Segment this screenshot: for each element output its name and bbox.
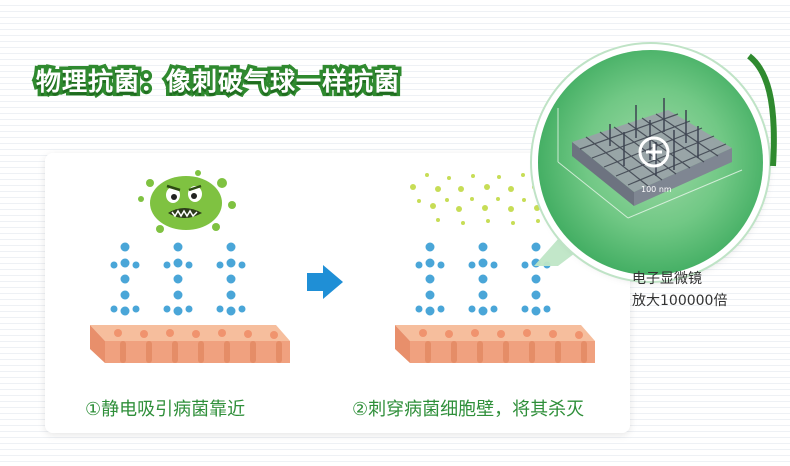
step2-illustration — [375, 165, 605, 375]
zoom-plus-icon — [638, 136, 670, 168]
step1-caption: ①静电吸引病菌靠近 — [85, 399, 246, 420]
page-title: 物理抗菌：像刺破气球一样抗菌 — [32, 64, 402, 100]
arrow-right-icon — [303, 262, 347, 302]
bacteria-icon — [138, 170, 236, 233]
lens-accent-arc — [743, 52, 783, 172]
step2-caption: ②刺穿病菌细胞壁，将其杀灭 — [352, 399, 585, 420]
microscope-lens: 100 nm — [538, 50, 763, 275]
microscope-line-1: 电子显微镜 — [632, 271, 702, 287]
scale-label: 100 nm — [641, 185, 672, 194]
microscope-line-2: 放大100000倍 — [632, 293, 728, 309]
step1-illustration — [70, 165, 300, 375]
microscope-label: 电子显微镜 放大100000倍 — [632, 268, 727, 312]
